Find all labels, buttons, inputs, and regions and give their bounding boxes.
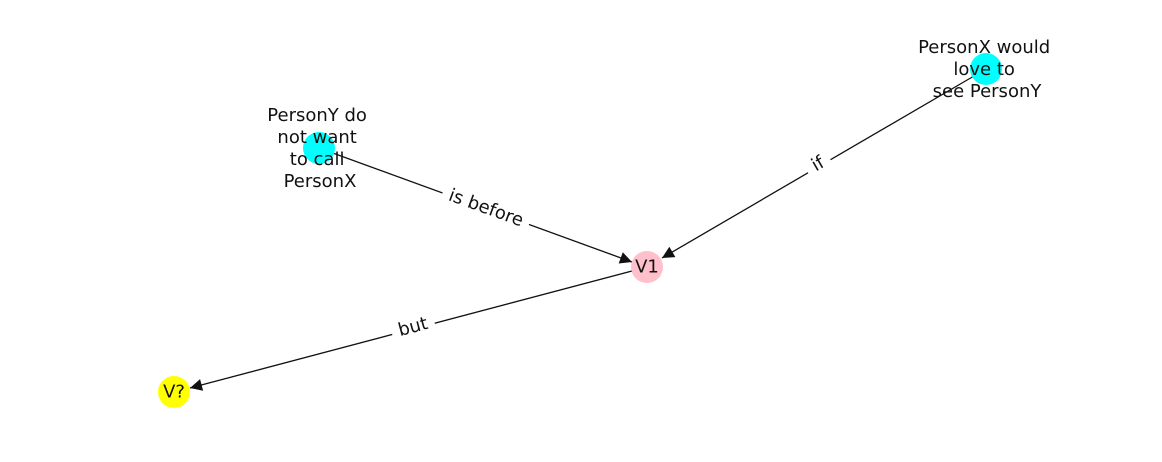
node-personx-love [970, 53, 1002, 85]
node-label-personx-love: PersonX would love to see PersonY [918, 37, 1056, 102]
nodes [158, 53, 1002, 408]
node-vq [158, 376, 190, 408]
node-labels: PersonX would love to see PersonY Person… [163, 37, 1056, 403]
edge-label-bg [437, 179, 535, 237]
node-v1 [631, 251, 663, 283]
edge-label-is-before: is before [446, 185, 527, 231]
edge-labels: is before if but [388, 145, 837, 347]
edge-label-bg [799, 145, 837, 183]
node-label-vq: V? [163, 382, 185, 403]
node-label-v1: V1 [635, 257, 659, 278]
node-label-persony-call: PersonY do not want to call PersonX [267, 105, 372, 192]
node-persony-call [303, 132, 335, 164]
edge-label-bg [388, 307, 438, 347]
